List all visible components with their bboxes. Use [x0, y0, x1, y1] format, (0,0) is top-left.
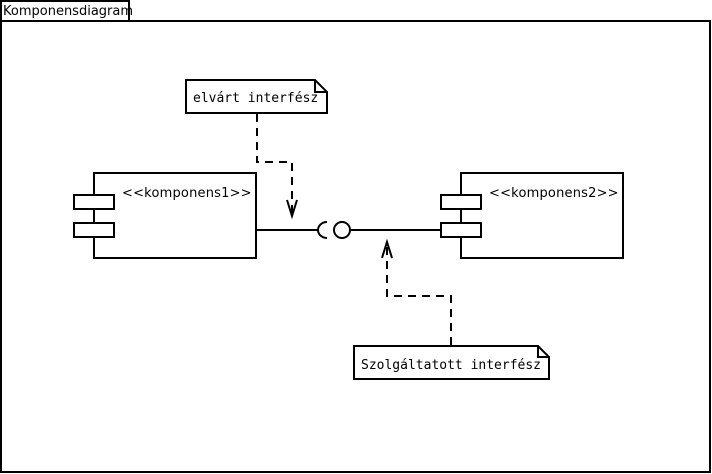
component-1-port-bottom: [73, 222, 115, 238]
note-required-interface: elvárt interfész: [185, 79, 328, 114]
note-required-interface-text: elvárt interfész: [193, 91, 318, 106]
component-2-port-bottom: [440, 222, 482, 238]
note-provided-interface-text: Szolgáltatott interfész: [361, 358, 541, 373]
component-2-port-top: [440, 194, 482, 210]
note-provided-connector: [381, 238, 452, 345]
frame-title-tab: Komponensdiagram: [0, 0, 133, 22]
component-1[interactable]: <<komponens1>>: [73, 172, 257, 259]
required-interface-socket: [256, 221, 328, 239]
note-required-connector: [256, 114, 298, 220]
frame-title: Komponensdiagram: [3, 4, 133, 19]
provided-interface-lollipop: [333, 221, 441, 239]
component-2-label: <<komponens2>>: [489, 186, 619, 201]
component-2[interactable]: <<komponens2>>: [440, 172, 624, 259]
note-provided-interface: Szolgáltatott interfész: [353, 345, 550, 380]
component-1-port-top: [73, 194, 115, 210]
component-1-label: <<komponens1>>: [122, 186, 252, 201]
